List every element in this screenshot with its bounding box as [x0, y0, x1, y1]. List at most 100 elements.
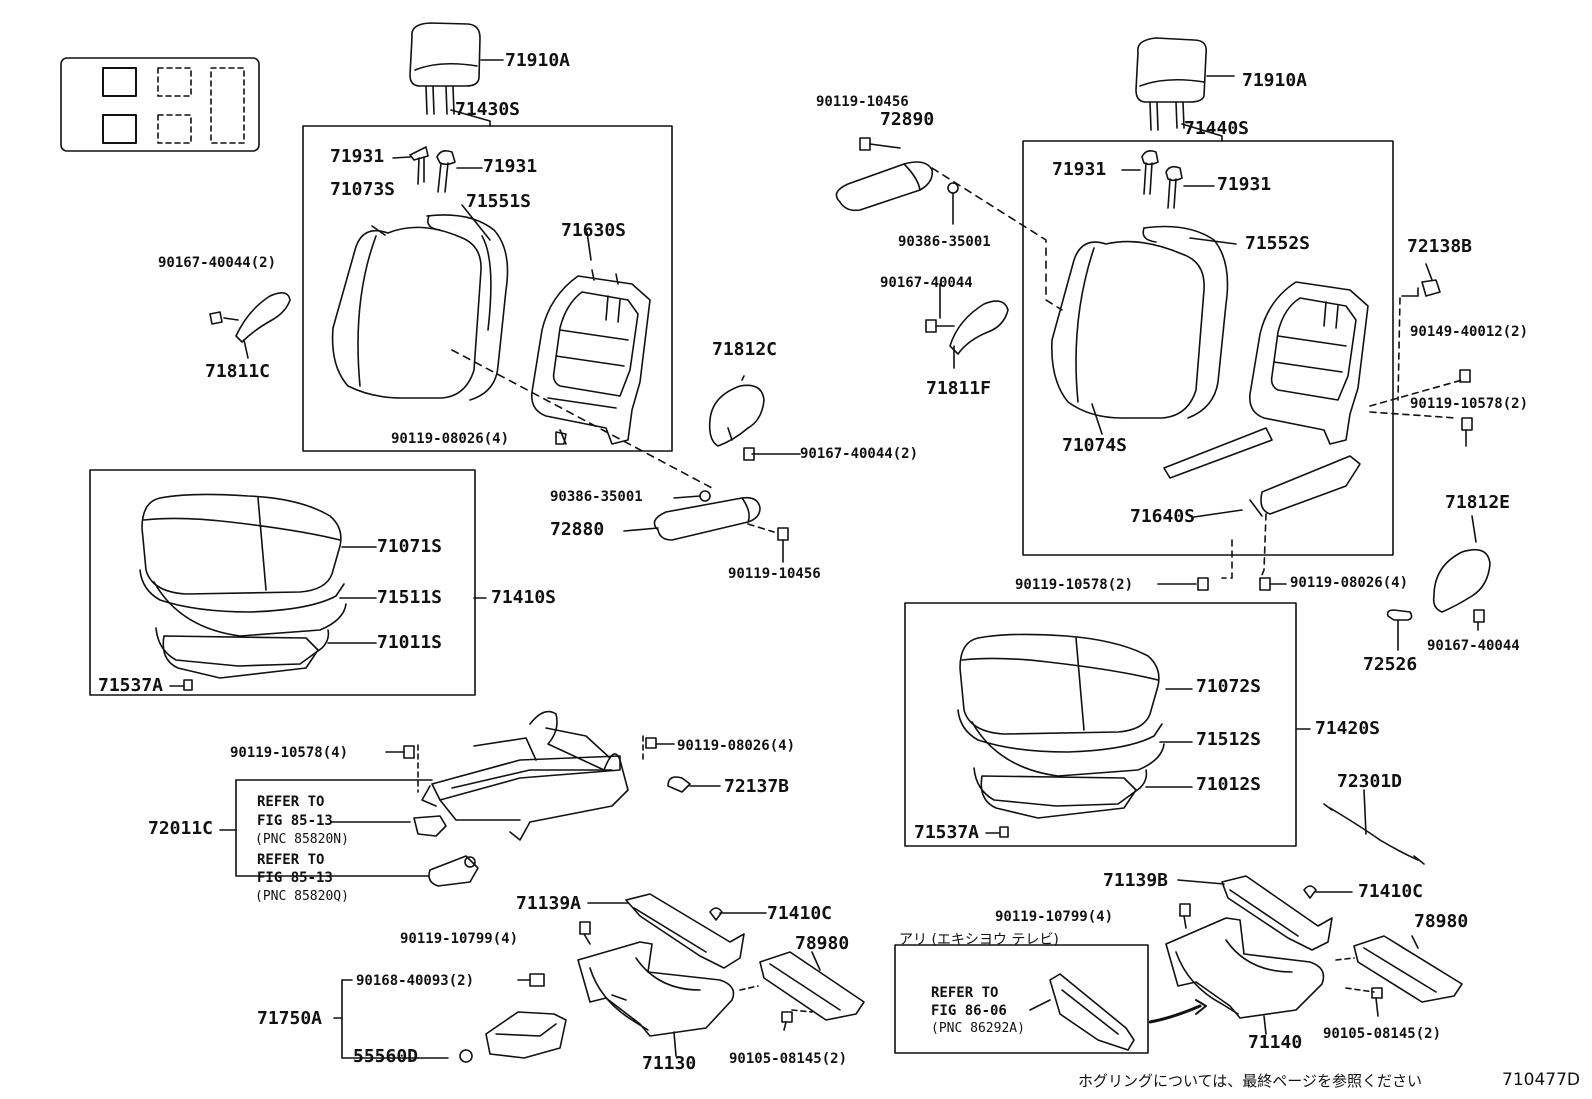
part-label-71011s: 71011S	[377, 632, 443, 653]
tv-option-caption: アリ (エキシヨウ テレビ)	[899, 932, 1059, 948]
armrest-72880-drawing	[653, 496, 761, 541]
clip-90168-40093	[529, 973, 545, 987]
part-label-90386-35001b: 90386-35001	[898, 234, 991, 250]
part-label-71071s: 71071S	[377, 536, 443, 557]
seatback-frame-left-drawing	[530, 269, 651, 445]
refer-note-3-line3: (PNC 86292A)	[931, 1021, 1025, 1036]
part-label-90167-40044-2b: 90167-40044(2)	[800, 446, 919, 462]
seatback-cover-right-drawing	[1051, 225, 1229, 419]
bracket-71139b-drawing	[1221, 875, 1333, 951]
part-label-71410c-right: 71410C	[1358, 881, 1424, 902]
cover-78980-right-drawing	[1353, 935, 1463, 1003]
recliner-cover-71812e-drawing	[1432, 548, 1491, 613]
refer-note-3-line1: REFER TO	[931, 985, 999, 1001]
part-label-72890: 72890	[880, 109, 935, 130]
left-cushion-group-box	[89, 469, 476, 696]
tv-bracket-drawing	[1049, 973, 1135, 1051]
part-label-71551s: 71551S	[466, 191, 532, 212]
part-label-90119-08026-4b: 90119-08026(4)	[677, 738, 796, 754]
clip-71410c-left	[709, 907, 723, 921]
part-label-71811c: 71811C	[205, 361, 271, 382]
refer-note-1-line1: REFER TO	[257, 794, 325, 810]
part-label-71640s: 71640S	[1130, 506, 1196, 527]
headrest-right-drawing	[1135, 37, 1208, 131]
part-label-78980-left: 78980	[795, 933, 850, 954]
part-label-90119-10456b: 90119-10456	[816, 94, 909, 110]
bolt-90119-10799-left	[579, 921, 591, 935]
part-label-71812c: 71812C	[712, 339, 778, 360]
part-label-71537a-left: 71537A	[98, 675, 164, 696]
headrest-left-drawing	[409, 22, 481, 115]
recliner-cover-71812c-drawing	[708, 384, 765, 447]
track-lever-part-a	[413, 815, 447, 837]
clip-71537a-right	[999, 826, 1009, 838]
armrest-72890-drawing	[835, 161, 934, 212]
bolt-90119-10578-left	[403, 745, 415, 759]
bolt-90119-10799-right	[1179, 903, 1191, 917]
bolt-90167-40044-b	[743, 447, 755, 461]
storage-box-drawing	[485, 1011, 567, 1059]
bolt-90105-08145-left	[781, 1011, 793, 1023]
part-label-90119-10799-4b: 90119-10799(4)	[995, 909, 1114, 925]
guide-pin-drawings	[409, 146, 456, 193]
bracket-72137b-drawing	[667, 776, 691, 793]
cover-71811f-drawing	[949, 300, 1009, 355]
seat-cushion-right-drawing	[957, 633, 1165, 819]
part-label-78980-right: 78980	[1414, 911, 1469, 932]
part-label-90105-08145-2b: 90105-08145(2)	[1323, 1026, 1442, 1042]
part-label-71931-d: 71931	[1217, 174, 1272, 195]
refer-note-1-line2: FIG 85-13	[257, 813, 333, 829]
part-label-71440s: 71440S	[1184, 118, 1250, 139]
part-label-71074s: 71074S	[1062, 435, 1128, 456]
clip-72138b-drawing	[1421, 279, 1441, 297]
bolt-90119-10578-r2	[1197, 577, 1209, 591]
part-label-90149-40012-2: 90149-40012(2)	[1410, 324, 1529, 340]
knob-72526-drawing	[1386, 609, 1413, 621]
part-label-72011c: 72011C	[148, 818, 214, 839]
guide-pins-right	[1141, 150, 1183, 209]
bolt-90119-08026-left	[555, 431, 567, 445]
part-label-90167-40044b: 90167-40044	[1427, 638, 1520, 654]
right-seatback-group-box	[1022, 140, 1394, 556]
part-label-72301d: 72301D	[1337, 771, 1403, 792]
seatback-frame-right-drawing	[1163, 281, 1369, 517]
seat-configuration-legend	[60, 57, 260, 152]
right-cushion-group-box	[904, 602, 1297, 847]
clip-71537a-left	[183, 679, 193, 691]
part-label-90105-08145-2a: 90105-08145(2)	[729, 1051, 848, 1067]
part-label-90168-40093-2: 90168-40093(2)	[356, 973, 475, 989]
part-label-90386-35001a: 90386-35001	[550, 489, 643, 505]
part-label-71140: 71140	[1248, 1032, 1303, 1053]
hog-ring-footnote: ホグリングについては、最終ページを参照ください	[1078, 1072, 1422, 1090]
bolt-90167-40044-d	[1473, 609, 1485, 623]
refer-note-2-line3: (PNC 85820Q)	[255, 889, 349, 904]
refer-note-1-line3: (PNC 85820N)	[255, 832, 349, 847]
bolt-90119-08026-track	[645, 737, 657, 749]
knob-55560d	[459, 1049, 473, 1063]
part-label-72138b: 72138B	[1407, 236, 1473, 257]
bolt-90149-40012	[1459, 369, 1471, 383]
part-label-71931-c: 71931	[1052, 159, 1107, 180]
part-label-71073s: 71073S	[330, 179, 396, 200]
part-label-71812e: 71812E	[1445, 492, 1511, 513]
part-label-71130: 71130	[642, 1053, 697, 1074]
part-label-71512s: 71512S	[1196, 729, 1262, 750]
part-label-71931-a: 71931	[330, 146, 385, 167]
part-label-90167-40044a: 90167-40044	[880, 275, 973, 291]
part-label-90119-10578-4: 90119-10578(4)	[230, 745, 349, 761]
part-label-71630s: 71630S	[561, 220, 627, 241]
track-lever-part-b	[428, 855, 479, 887]
part-label-90119-10578-2b: 90119-10578(2)	[1015, 577, 1134, 593]
tray-71130-drawing	[577, 941, 735, 1037]
bolt-90105-08145-right	[1371, 987, 1383, 999]
part-label-90119-08026-4a: 90119-08026(4)	[391, 431, 510, 447]
refer-note-2-line2: FIG 85-13	[257, 870, 333, 886]
part-label-90119-08026-4c: 90119-08026(4)	[1290, 575, 1409, 591]
refer-note-2-line1: REFER TO	[257, 852, 325, 868]
part-label-71410s: 71410S	[491, 587, 557, 608]
part-label-90119-10799-4a: 90119-10799(4)	[400, 931, 519, 947]
part-label-71910a-right: 71910A	[1242, 70, 1308, 91]
seat-cushion-left-drawing	[139, 493, 347, 679]
